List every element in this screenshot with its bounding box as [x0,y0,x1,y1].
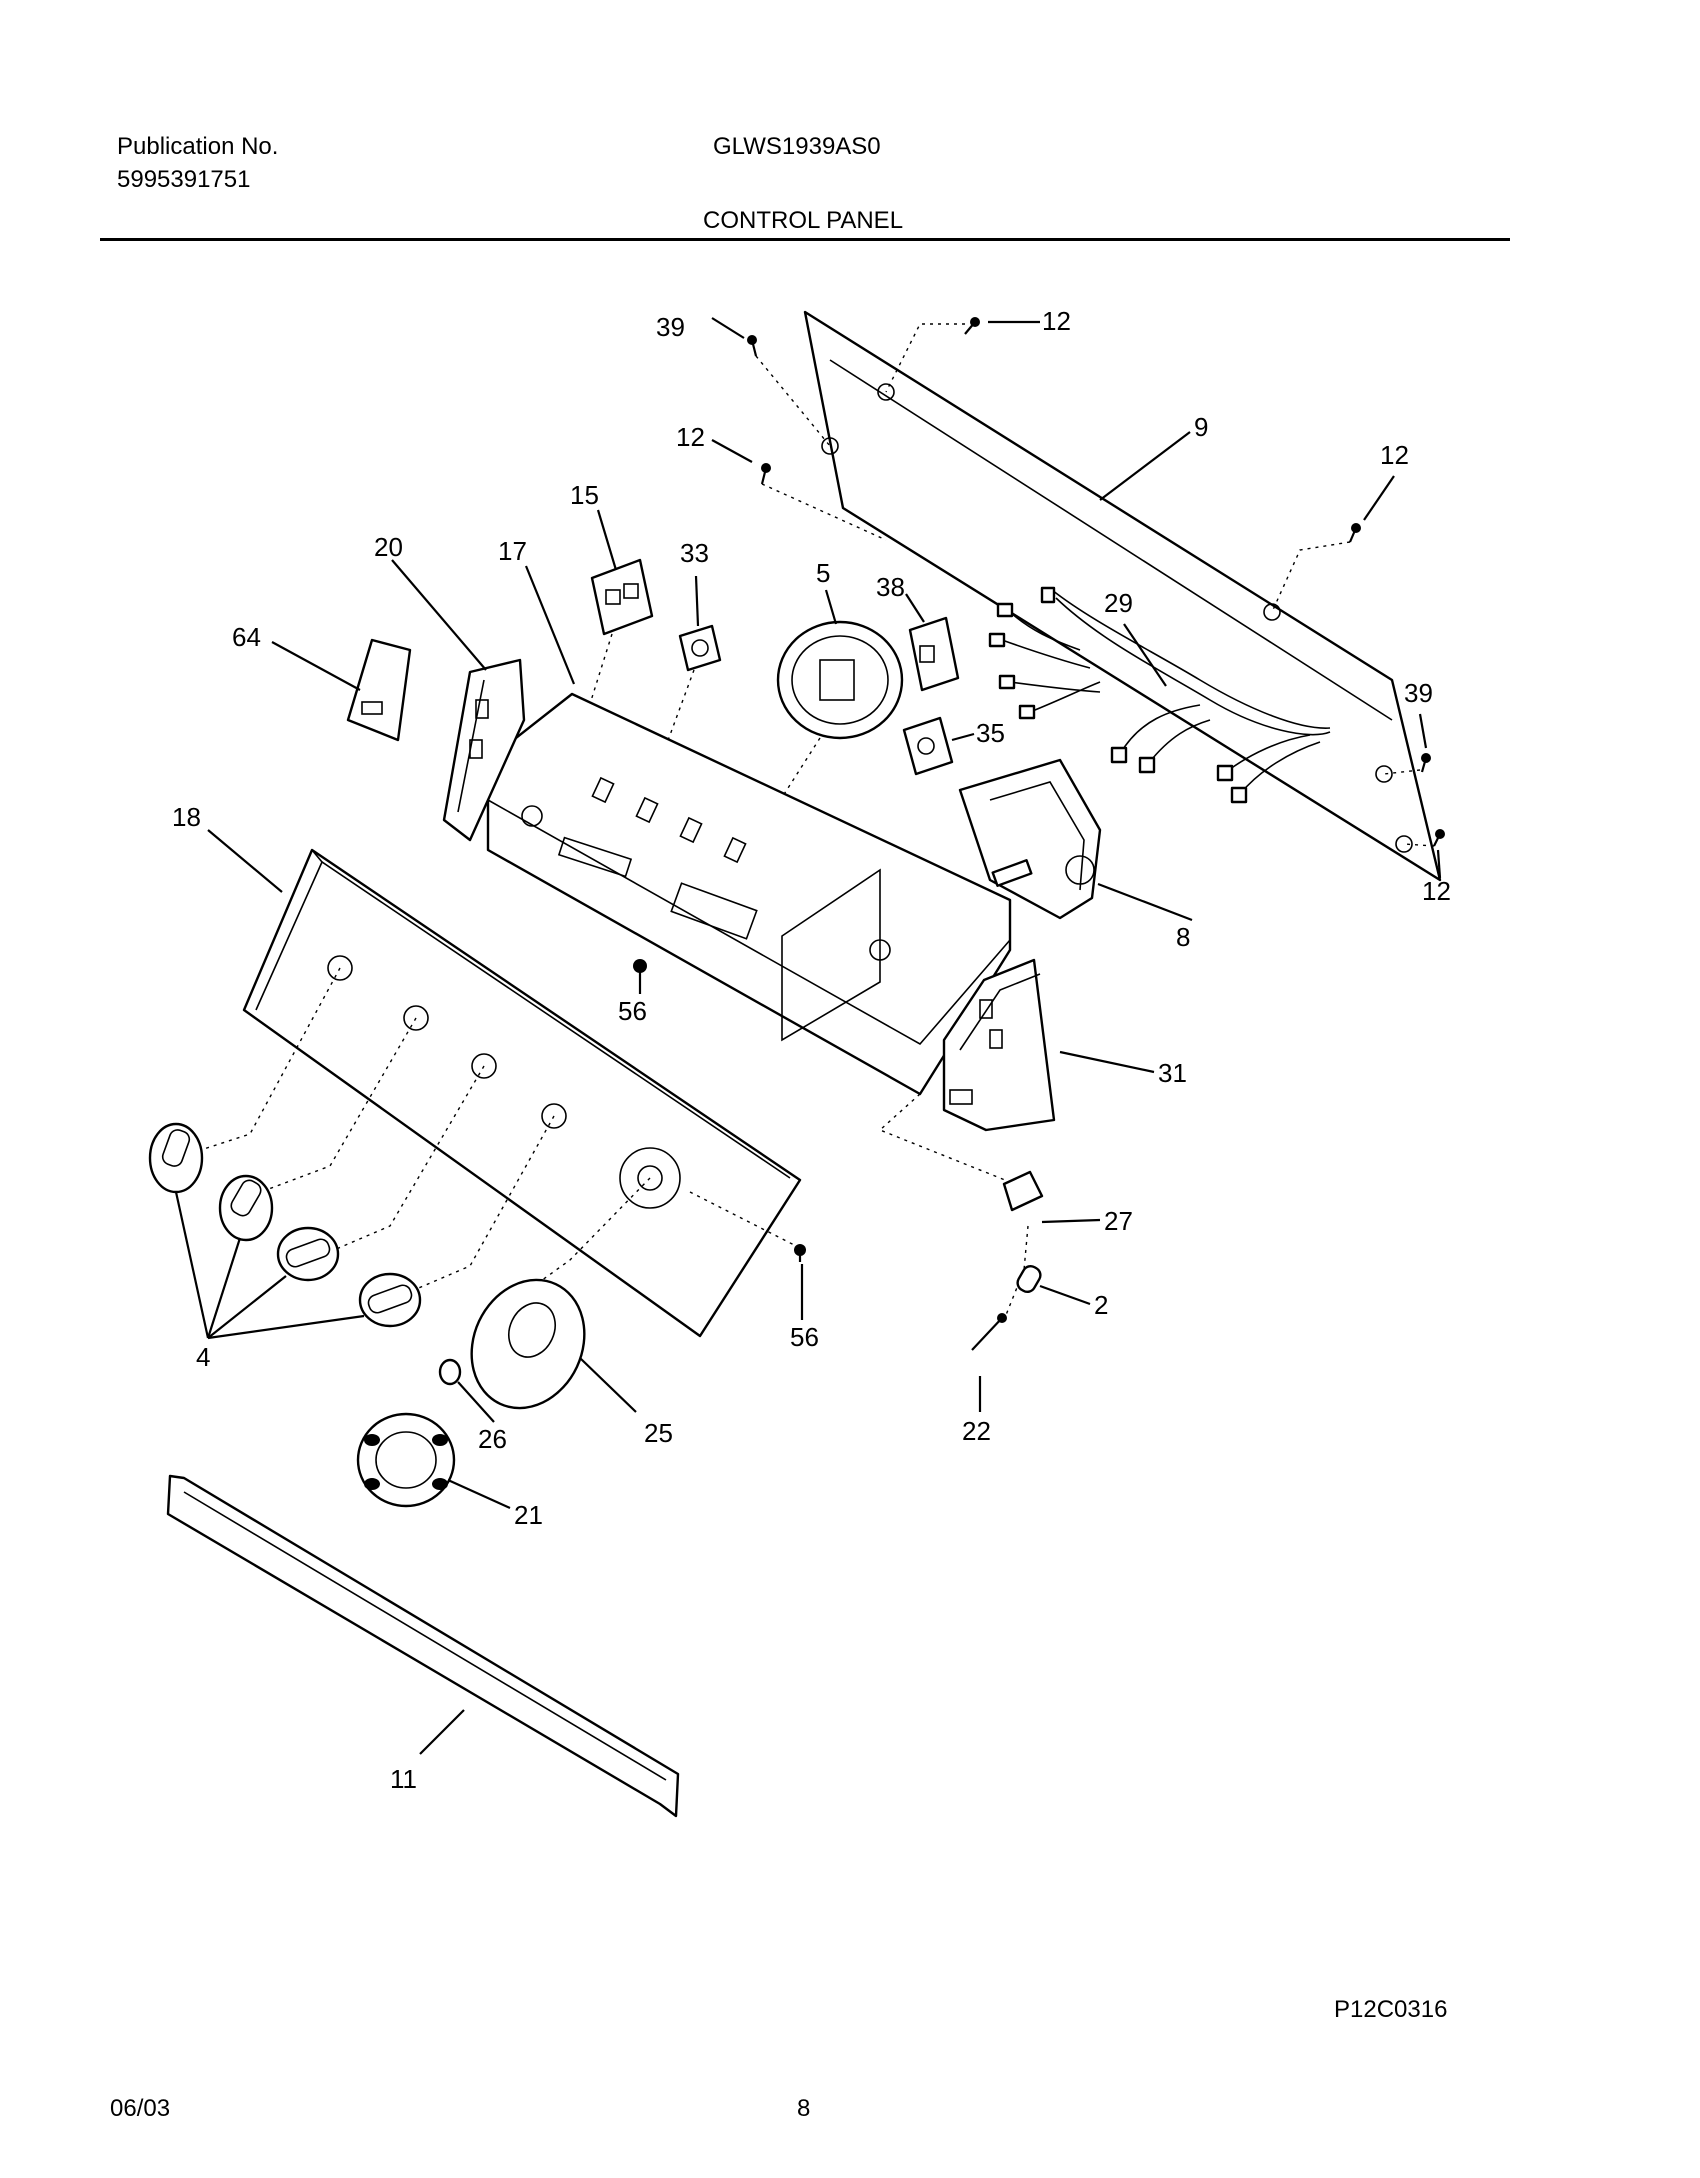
screw-part-12-right [1348,523,1361,543]
callout-21: 21 [514,1500,543,1530]
switch-part-38 [908,616,960,692]
dial-skirt-part-25 [470,1278,586,1410]
callout-31: 31 [1158,1058,1187,1088]
screw-part-12-bottom [1433,829,1445,847]
callout-11: 11 [390,1764,417,1794]
knob-part-4-c [276,1226,340,1282]
knob-part-4-d [358,1272,422,1328]
illustration-id: P12C0316 [1334,1996,1448,2023]
callout-17: 17 [498,536,527,566]
clip-part-26 [438,1358,462,1386]
callout-38: 38 [876,572,905,602]
knob-part-4-a [148,1122,204,1194]
knob-path-2 [249,1017,417,1197]
bracket-part-27 [1002,1170,1044,1212]
callout-39-right: 39 [1404,678,1433,708]
callout-33: 33 [680,538,709,568]
callout-26: 26 [478,1424,507,1454]
trim-strip-part-11 [166,1474,680,1818]
callout-20: 20 [374,532,403,562]
switch-part-35 [902,716,954,776]
callout-12-right: 12 [1380,440,1409,470]
screw-part-39-right [1420,753,1431,773]
right-end-cap-part-31 [942,958,1056,1132]
callout-29: 29 [1104,588,1133,618]
knob-part-4-b [218,1174,274,1242]
screw-path-39-right [1383,769,1421,775]
callout-12-top: 12 [1042,306,1071,336]
screw-part-12-top [964,317,980,335]
callout-35: 35 [976,718,1005,748]
motor-part-8 [958,758,1102,920]
leader-lines [174,317,1442,1755]
screw-path-12-left [761,483,887,541]
publication-number: 5995391751 [117,166,251,193]
switch-part-15 [565,558,654,781]
callout-39-top: 39 [656,312,685,342]
header-rule [100,238,1510,241]
spacer-part-2 [1016,1264,1042,1294]
screw-part-22 [971,1313,1007,1351]
screw-part-56-lower [794,1244,806,1262]
callout-labels: 39 12 12 9 12 15 33 5 38 20 17 64 29 39 … [172,306,1451,1794]
page-number: 8 [797,2095,811,2122]
callout-25: 25 [644,1418,673,1448]
callout-12-left: 12 [676,422,705,452]
timer-knob-part-21 [356,1412,456,1508]
control-console-part-17 [486,692,1012,1096]
screw-path-12-right [1271,541,1351,613]
callout-15: 15 [570,480,599,510]
callout-27: 27 [1104,1206,1133,1236]
front-panel-part-18 [242,848,802,1338]
callout-56-upper: 56 [618,996,647,1026]
left-end-cap-part-20 [442,658,526,842]
section-title: CONTROL PANEL [703,207,904,234]
knob-path-3 [319,1065,485,1257]
screw-path-39-top [755,355,831,447]
switch-part-33 [645,624,722,801]
publication-label: Publication No. [117,133,279,160]
callout-4: 4 [196,1342,210,1372]
callout-18: 18 [172,802,201,832]
screw-part-39-top [747,335,758,357]
timer-knob-path [519,1177,651,1297]
cover-part-64 [346,638,412,742]
callout-2: 2 [1094,1290,1108,1320]
callout-22: 22 [962,1416,991,1446]
model-number: GLWS1939AS0 [713,133,881,160]
callout-56-lower: 56 [790,1322,819,1352]
rear-panel-part-9 [803,310,1442,882]
callout-9: 9 [1194,412,1208,442]
knob-path-4 [399,1115,555,1297]
callout-12-bottom: 12 [1422,876,1451,906]
callout-64: 64 [232,622,261,652]
screw-part-12-left [760,463,771,485]
callout-5: 5 [816,558,830,588]
footer-date: 06/03 [110,2095,171,2122]
wire-harness-part-29 [988,586,1331,804]
screw-part-56-upper [633,959,647,980]
screw-path-12-bottom [1403,843,1435,847]
fastener-path-2-22 [1003,1225,1029,1321]
callout-8: 8 [1176,922,1190,952]
bracket-path-27 [878,1093,1011,1183]
